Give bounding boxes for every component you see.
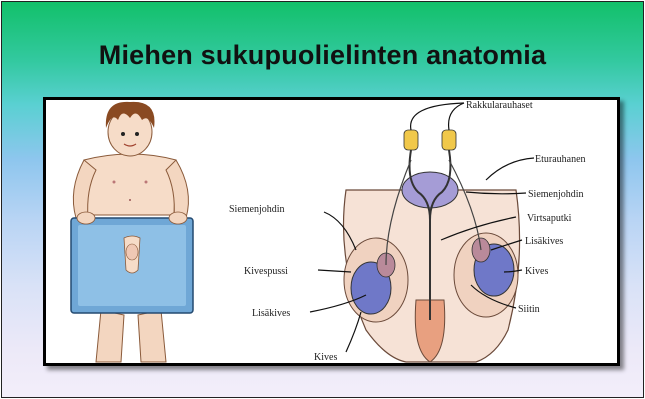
anatomy-diagram — [344, 130, 520, 362]
label-rakkularauhaset: Rakkularauhaset — [466, 100, 533, 111]
label-lisakives-right: Lisäkives — [525, 236, 563, 247]
label-siitin: Siitin — [518, 304, 540, 315]
slide-title: Miehen sukupuolielinten anatomia — [2, 40, 643, 71]
label-kives-right: Kives — [525, 266, 548, 277]
boy-illustration — [71, 102, 193, 362]
label-virtsaputki: Virtsaputki — [527, 213, 572, 224]
anatomy-illustration: Rakkularauhaset Eturauhanen Siemenjohdin… — [46, 100, 617, 363]
label-siemenjohdin-right: Siemenjohdin — [528, 189, 584, 200]
label-lisakives-left: Lisäkives — [252, 308, 290, 319]
anatomy-figure: Rakkularauhaset Eturauhanen Siemenjohdin… — [43, 97, 620, 366]
label-kivespussi: Kivespussi — [244, 266, 288, 277]
label-kives-bottom: Kives — [314, 352, 337, 363]
label-eturauhanen: Eturauhanen — [535, 154, 586, 165]
label-siemenjohdin-left: Siemenjohdin — [229, 204, 285, 215]
